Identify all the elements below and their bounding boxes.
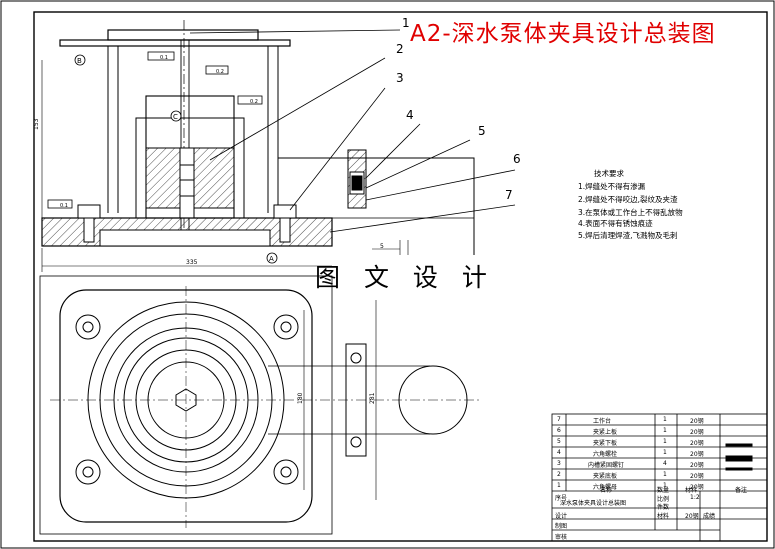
row-name: 工作台 xyxy=(593,418,612,425)
grade-label: 成绩 xyxy=(703,513,716,520)
row-name: 六角螺母 xyxy=(593,484,618,491)
draw-label: 制图 xyxy=(555,523,568,530)
row-material: 20钢 xyxy=(690,473,704,480)
scale-value: 1:2 xyxy=(690,494,700,501)
tech-heading: 技术要求 xyxy=(594,169,624,178)
drawing-title: A2-深水泵体夹具设计总装图 xyxy=(410,21,716,47)
tech-item-1: 1.焊缝处不得有渗漏 xyxy=(578,182,646,191)
dim-overall-width: 335 xyxy=(186,259,198,266)
balloon-3: 3 xyxy=(396,71,404,85)
row-no: 6 xyxy=(557,427,561,434)
row-no: 3 xyxy=(557,460,561,467)
datum-c: C xyxy=(173,113,178,121)
balloon-6: 6 xyxy=(513,152,521,166)
material-value: 20钢 xyxy=(685,513,699,520)
header-no: 序号 xyxy=(555,495,568,502)
watermark-text: 图 文 设 计 xyxy=(315,263,495,292)
balloon-5: 5 xyxy=(478,124,486,138)
title-block-lines xyxy=(551,413,768,542)
tech-item-4: 4.表面不得有锈蚀痕迹 xyxy=(578,219,653,228)
row-qty: 1 xyxy=(663,449,667,456)
row-qty: 1 xyxy=(663,482,667,489)
dim-height-left: 153 xyxy=(33,118,40,130)
header-material: 材料 xyxy=(685,487,698,494)
row-material: 20钢 xyxy=(690,418,704,425)
top-view xyxy=(39,275,480,535)
tech-item-5: 5.焊后清理焊渣,飞溅物及毛刺 xyxy=(578,231,678,240)
gdt-value-4: 0.1 xyxy=(60,203,68,209)
gdt-value-3: 0.2 xyxy=(250,99,258,105)
row-material: 20钢 xyxy=(690,484,704,491)
row-no: 1 xyxy=(557,482,561,489)
row-material: 20钢 xyxy=(690,429,704,436)
datum-markers xyxy=(74,54,278,264)
scale-label: 比例 xyxy=(657,496,670,503)
balloon-1: 1 xyxy=(402,16,410,30)
row-name: 内槽紧固螺钉 xyxy=(588,462,625,469)
balloon-7: 7 xyxy=(505,188,513,202)
row-name: 夹紧上板 xyxy=(593,429,618,436)
row-name: 夹紧底板 xyxy=(593,473,618,480)
dim-outer-height: 281 xyxy=(369,392,376,404)
row-qty: 4 xyxy=(663,460,667,467)
row-material: 20钢 xyxy=(690,451,704,458)
qty-label: 件数 xyxy=(657,504,670,511)
tech-item-2: 2.焊缝处不得咬边,裂纹及夹渣 xyxy=(578,195,678,204)
row-qty: 1 xyxy=(663,438,667,445)
header-qty: 数量 xyxy=(657,487,670,494)
row-material: 20钢 xyxy=(690,440,704,447)
header-name: 名称 xyxy=(600,487,613,494)
row-no: 2 xyxy=(557,471,561,478)
front-view xyxy=(41,20,475,272)
gdt-value-1: 0.1 xyxy=(160,55,168,61)
row-material: 20钢 xyxy=(690,462,704,469)
row-no: 4 xyxy=(557,449,561,456)
title-block-symbols xyxy=(725,443,753,471)
row-no: 7 xyxy=(557,416,561,423)
balloon-4: 4 xyxy=(406,108,414,122)
header-note: 备注 xyxy=(735,487,748,494)
design-label: 设计 xyxy=(555,513,568,520)
drawing-name: 深水泵体夹具设计总装图 xyxy=(560,500,627,507)
tech-item-3: 3.在泵体或工作台上不得乱放物 xyxy=(578,208,683,217)
balloon-2: 2 xyxy=(396,42,404,56)
datum-b: B xyxy=(77,57,82,65)
row-qty: 1 xyxy=(663,471,667,478)
dim-inner-height: 180 xyxy=(297,392,304,404)
row-qty: 1 xyxy=(663,416,667,423)
check-label: 审核 xyxy=(555,534,568,541)
material-label: 材料 xyxy=(657,513,670,520)
row-name: 六角螺栓 xyxy=(593,451,618,458)
dim-gap: 5 xyxy=(380,243,384,250)
datum-a: A xyxy=(269,255,274,263)
gdt-value-2: 0.2 xyxy=(216,69,224,75)
gdt-frames xyxy=(47,51,263,209)
row-qty: 1 xyxy=(663,427,667,434)
row-no: 5 xyxy=(557,438,561,445)
leader-lines xyxy=(189,29,516,233)
row-name: 夹紧下板 xyxy=(593,440,618,447)
